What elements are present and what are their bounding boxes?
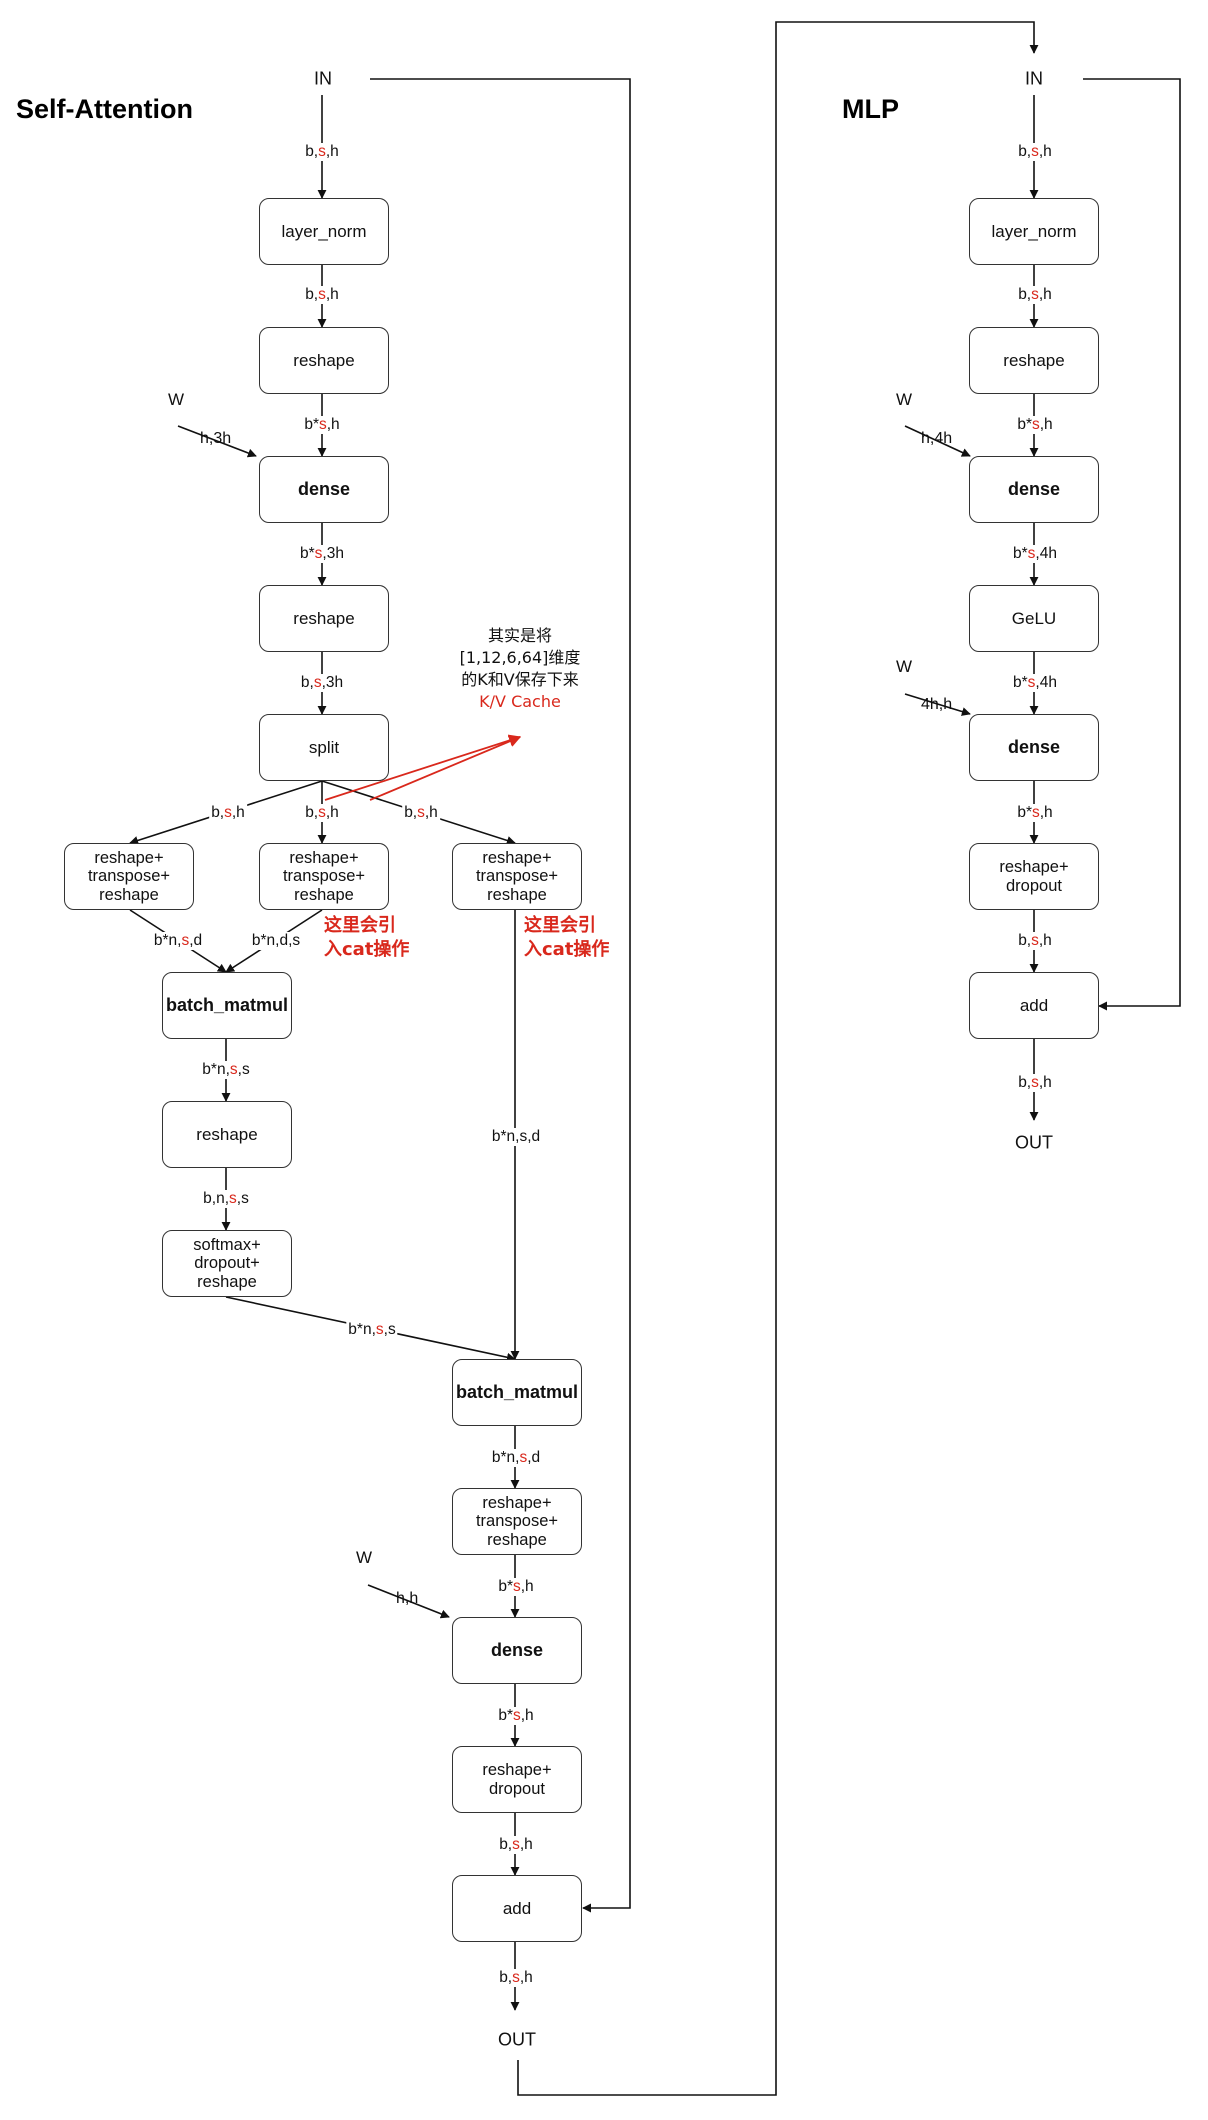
sa-edge-label: b,s,h bbox=[303, 286, 341, 304]
edge-selfattention-out-to-mlp-in bbox=[517, 21, 1039, 2096]
mlp-out-label: OUT bbox=[1015, 1132, 1053, 1153]
mlp-edge-label: b*s,h bbox=[1015, 804, 1055, 822]
sa-v-rtr-box: reshape+ transpose+ reshape bbox=[452, 843, 582, 910]
sa-w-shape-1: h,3h bbox=[200, 430, 232, 447]
sa-edge-label: b,s,h bbox=[402, 804, 440, 822]
cat-note-v: 这里会引 入cat操作 bbox=[524, 915, 610, 960]
sa-out-label: OUT bbox=[498, 2029, 536, 2050]
sa-batch-matmul-box: batch_matmul bbox=[162, 972, 292, 1039]
sa-w-label-2: W bbox=[356, 1548, 373, 1567]
sa-reshape2-box: reshape bbox=[259, 585, 389, 652]
sa-edge-label: b*s,h bbox=[302, 416, 342, 434]
mlp-reshape-dropout-box: reshape+ dropout bbox=[969, 843, 1099, 910]
mlp-edge-label: b,s,h bbox=[1016, 143, 1054, 161]
sa-edge-label: b,n,s,s bbox=[201, 1190, 251, 1208]
sa-edge-label: b,s,h bbox=[497, 1836, 535, 1854]
mlp-reshape-box: reshape bbox=[969, 327, 1099, 394]
sa-edge-label: b*s,h bbox=[496, 1707, 536, 1725]
kv-cache-note: 其实是将 [1,12,6,64]维度 的K和V保存下来 K/V Cache bbox=[459, 626, 581, 711]
kv-cache-arrow-v bbox=[369, 735, 522, 801]
sa-edge-label: b*n,s,d bbox=[151, 932, 205, 950]
edge-w-dense1 bbox=[177, 425, 257, 458]
edge-residual-mlp bbox=[1083, 78, 1181, 1011]
sa-edge-label: b,s,h bbox=[303, 143, 341, 161]
sa-in-label: IN bbox=[314, 68, 332, 89]
sa-layer-norm-box: layer_norm bbox=[259, 198, 389, 265]
sa-reshape-box: reshape bbox=[259, 327, 389, 394]
sa-dense-box: dense bbox=[259, 456, 389, 523]
cat-note-k: 这里会引 入cat操作 bbox=[324, 915, 410, 960]
sa-q-rtr-box: reshape+ transpose+ reshape bbox=[64, 843, 194, 910]
sa-edge-label: b*n,s,d bbox=[489, 1128, 543, 1146]
mlp-edge-label: b*s,h bbox=[1015, 416, 1055, 434]
edge-w-dense2 bbox=[367, 1584, 450, 1619]
sa-edge-label: b*n,s,s bbox=[200, 1061, 252, 1079]
mlp-edge-label: b,s,h bbox=[1016, 1074, 1054, 1092]
sa-out-rtr-box: reshape+ transpose+ reshape bbox=[452, 1488, 582, 1555]
mlp-edge-label: b*s,4h bbox=[1011, 674, 1059, 692]
sa-edge-label: b*s,3h bbox=[298, 545, 346, 563]
edge-residual-self-attention bbox=[370, 78, 631, 1913]
mlp-dense2-box: dense bbox=[969, 714, 1099, 781]
mlp-edge-label: b*s,4h bbox=[1011, 545, 1059, 563]
sa-add-box: add bbox=[452, 1875, 582, 1942]
mlp-edge-label: b,s,h bbox=[1016, 932, 1054, 950]
sa-softmax-box: softmax+ dropout+ reshape bbox=[162, 1230, 292, 1297]
edge-mlp-w-dense2 bbox=[904, 693, 971, 716]
sa-k-rtr-box: reshape+ transpose+ reshape bbox=[259, 843, 389, 910]
mlp-w-label-1: W bbox=[896, 390, 913, 409]
mlp-w-shape-1: h,4h bbox=[921, 430, 953, 447]
edge-mlp-w-dense1 bbox=[904, 425, 971, 457]
sa-edge-label: b*n,d,s bbox=[249, 932, 303, 950]
sa-w-shape-2: h,h bbox=[396, 1590, 419, 1607]
sa-edge-label: b*s,h bbox=[496, 1578, 536, 1596]
mlp-dense-box: dense bbox=[969, 456, 1099, 523]
mlp-gelu-box: GeLU bbox=[969, 585, 1099, 652]
mlp-in-label: IN bbox=[1025, 68, 1043, 89]
mlp-layer-norm-box: layer_norm bbox=[969, 198, 1099, 265]
sa-edge-label: b*n,s,d bbox=[489, 1449, 543, 1467]
mlp-w-shape-2: 4h,h bbox=[921, 696, 953, 713]
sa-edge-label: b,s,h bbox=[497, 1969, 535, 1987]
kv-cache-arrow-k bbox=[324, 734, 522, 801]
sa-edge-label: b*n,s,s bbox=[346, 1321, 398, 1339]
mlp-edge-label: b,s,h bbox=[1016, 286, 1054, 304]
mlp-title: MLP bbox=[842, 94, 899, 124]
sa-edge-label: b,s,3h bbox=[298, 674, 346, 692]
sa-edge-label: b,s,h bbox=[209, 804, 247, 822]
sa-dense2-box: dense bbox=[452, 1617, 582, 1684]
self-attention-title: Self-Attention bbox=[16, 94, 193, 124]
sa-w-label-1: W bbox=[168, 390, 185, 409]
sa-reshape-dropout-box: reshape+ dropout bbox=[452, 1746, 582, 1813]
sa-reshape3-box: reshape bbox=[162, 1101, 292, 1168]
mlp-w-label-2: W bbox=[896, 657, 913, 676]
sa-batch-matmul2-box: batch_matmul bbox=[452, 1359, 582, 1426]
sa-split-box: split bbox=[259, 714, 389, 781]
sa-edge-label: b,s,h bbox=[303, 804, 341, 822]
mlp-add-box: add bbox=[969, 972, 1099, 1039]
